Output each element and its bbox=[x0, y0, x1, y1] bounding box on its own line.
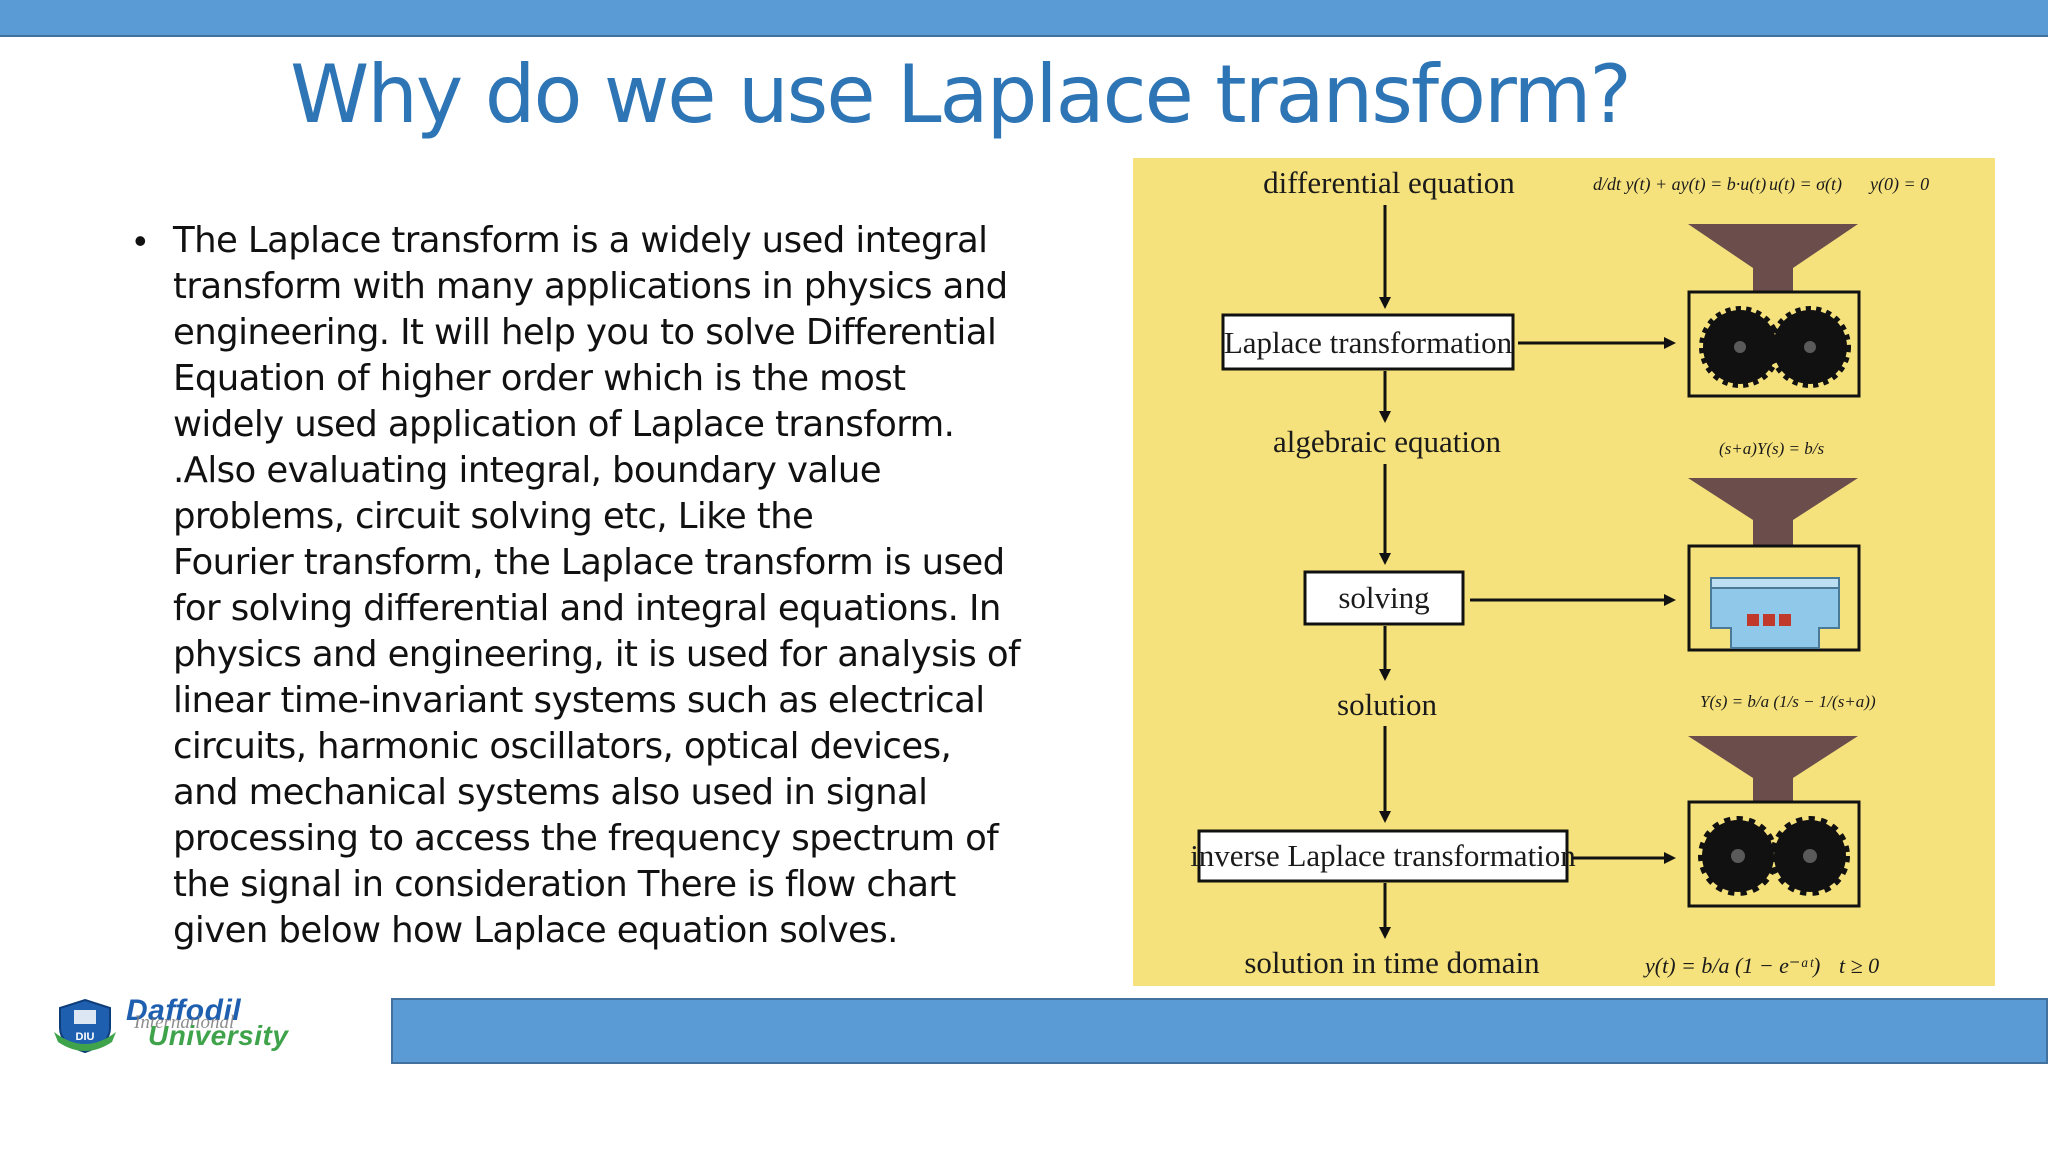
bullet-text-line: The Laplace transform is a widely used i… bbox=[173, 220, 988, 261]
bullet-text-line: Fourier transform, the Laplace transform… bbox=[173, 542, 1005, 583]
equation-initial: y(0) = 0 bbox=[1868, 174, 1929, 195]
flowchart-figure: differential equation Laplace transforma… bbox=[1133, 158, 1995, 986]
bullet-text-line: engineering. It will help you to solve D… bbox=[173, 312, 997, 353]
svg-text:DIU: DIU bbox=[76, 1031, 95, 1043]
bullet-text-line: given below how Laplace equation solves. bbox=[173, 910, 898, 951]
display-led bbox=[1779, 614, 1791, 626]
equation-algebraic: (s+a)Y(s) = b/s bbox=[1719, 439, 1824, 458]
university-logo: DIU Daffodil International University bbox=[50, 990, 320, 1062]
logo-text-daffodil: Daffodil bbox=[126, 994, 242, 1027]
logo-text-university: University bbox=[148, 1020, 289, 1051]
bullet-text-line: for solving differential and integral eq… bbox=[173, 588, 1001, 629]
bullet-icon: • bbox=[134, 220, 147, 261]
step-solution: solution bbox=[1337, 687, 1437, 722]
funnel-icon bbox=[1688, 736, 1858, 802]
funnel-icon bbox=[1688, 224, 1858, 292]
equation-input: u(t) = σ(t) bbox=[1769, 174, 1842, 195]
bullet-text-line: .Also evaluating integral, boundary valu… bbox=[173, 450, 882, 491]
step-differential-equation: differential equation bbox=[1263, 165, 1515, 200]
funnel-icon bbox=[1688, 478, 1858, 546]
flowchart-svg: differential equation Laplace transforma… bbox=[1190, 165, 1929, 980]
equation-condition: t ≥ 0 bbox=[1839, 953, 1879, 978]
bullet-text-line: Equation of higher order which is the mo… bbox=[173, 358, 906, 399]
pot-rim bbox=[1710, 577, 1840, 589]
step-solution-time-domain: solution in time domain bbox=[1244, 945, 1540, 980]
bullet-text-line: the signal in consideration There is flo… bbox=[173, 864, 956, 905]
logo-emblem-icon: DIU bbox=[54, 998, 116, 1054]
display-led bbox=[1763, 614, 1775, 626]
equation-solution-t: y(t) = b/a (1 − e⁻ᵃᵗ) bbox=[1643, 953, 1820, 978]
bullet-text-line: processing to access the frequency spect… bbox=[173, 818, 999, 859]
step-solving: solving bbox=[1338, 580, 1429, 615]
step-box-solving bbox=[1303, 570, 1465, 626]
equation-ode: d/dt y(t) + ay(t) = b·u(t) bbox=[1593, 174, 1766, 195]
bullet-text-line: circuits, harmonic oscillators, optical … bbox=[173, 726, 952, 767]
bullet-paragraph: The Laplace transform is a widely used i… bbox=[173, 218, 1034, 954]
footer-accent-bar bbox=[391, 998, 2048, 1064]
bullet-text-line: problems, circuit solving etc, Like the bbox=[173, 496, 814, 537]
top-accent-bar bbox=[0, 0, 2048, 37]
step-laplace-transformation: Laplace transformation bbox=[1224, 325, 1513, 360]
slide-title: Why do we use Laplace transform? bbox=[290, 48, 1632, 141]
bullet-text-line: physics and engineering, it is used for … bbox=[173, 634, 1020, 675]
gear-hub bbox=[1804, 341, 1816, 353]
step-box-inverse bbox=[1197, 829, 1569, 883]
bullet-text-line: linear time-invariant systems such as el… bbox=[173, 680, 985, 721]
logo-text-international: International bbox=[134, 1012, 235, 1033]
body-text: • The Laplace transform is a widely used… bbox=[134, 218, 1034, 954]
step-algebraic-equation: algebraic equation bbox=[1273, 424, 1502, 459]
step-inverse-laplace: inverse Laplace transformation bbox=[1190, 838, 1576, 873]
gear-hub bbox=[1803, 849, 1817, 863]
bullet-text-line: transform with many applications in phys… bbox=[173, 266, 1008, 307]
gear-hub bbox=[1734, 341, 1746, 353]
bullet-text-line: widely used application of Laplace trans… bbox=[173, 404, 955, 445]
equation-solution-s: Y(s) = b/a (1/s − 1/(s+a)) bbox=[1700, 692, 1876, 711]
bullet-text-line: and mechanical systems also used in sign… bbox=[173, 772, 928, 813]
display-led bbox=[1747, 614, 1759, 626]
bullet-item: • The Laplace transform is a widely used… bbox=[134, 218, 1034, 954]
gear-hub bbox=[1731, 849, 1745, 863]
step-box-laplace bbox=[1221, 313, 1515, 371]
